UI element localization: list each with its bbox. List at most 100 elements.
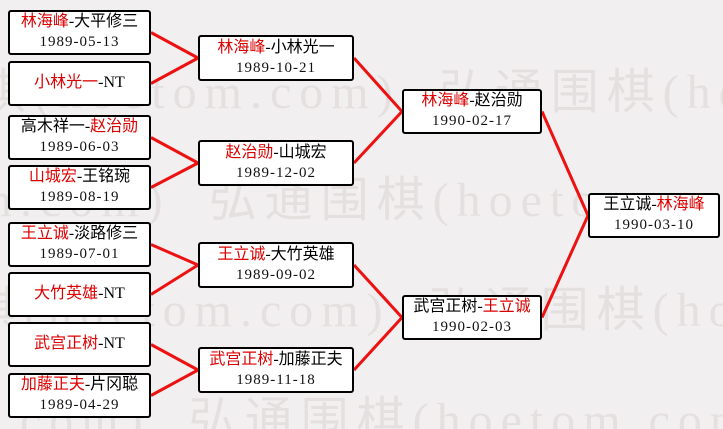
player-left-name: 山城宏	[28, 168, 77, 186]
match-players: 王立诚-大竹英雄	[217, 245, 334, 266]
players-separator: -	[68, 13, 75, 31]
connector-line	[150, 243, 199, 267]
players-separator: -	[477, 298, 483, 316]
player-right-name: 片冈聪	[90, 376, 139, 394]
player-left-name: 王立诚	[217, 245, 266, 263]
players-separator: -	[273, 143, 279, 161]
match-box-round1-3: 高木祥一-赵治勋 1989-06-03	[8, 115, 151, 160]
match-box-round1-4: 山城宏-王铭琬 1989-08-19	[8, 165, 151, 210]
player-left-name: 林海峰	[20, 13, 69, 31]
match-date: 1990-02-03	[432, 319, 512, 336]
player-left-name: 林海峰	[217, 38, 266, 56]
player-left-name: 加藤正夫	[20, 376, 85, 394]
connector-line	[150, 56, 199, 85]
match-date: 1989-08-19	[39, 189, 120, 206]
players-separator: -	[265, 38, 271, 56]
match-date: 1989-05-13	[39, 34, 120, 51]
match-date: 1989-10-21	[236, 59, 316, 76]
connector-line	[150, 161, 199, 189]
player-left-name: 王立诚	[603, 196, 652, 214]
match-players: 武宫正树-NT	[34, 334, 125, 355]
player-right-name: 淡路修三	[74, 225, 139, 243]
match-box-round2-3: 王立诚-大竹英雄 1989-09-02	[198, 242, 354, 288]
match-box-round1-7: 武宫正树-NT	[8, 322, 151, 367]
connector-line	[352, 316, 404, 372]
match-box-round2-1: 林海峰-小林光一 1989-10-21	[198, 35, 354, 81]
match-players: 武宫正树-加藤正夫	[209, 350, 342, 371]
match-players: 高木祥一-赵治勋	[21, 117, 138, 138]
player-left-name: 赵治勋	[225, 143, 274, 161]
player-right-name: 王立诚	[482, 298, 531, 316]
match-players: 大竹英雄-NT	[34, 284, 125, 305]
match-box-round1-5: 王立诚-淡路修三 1989-07-01	[8, 222, 151, 267]
player-right-name: 赵治勋	[474, 92, 523, 110]
player-left-name: 大竹英雄	[34, 285, 99, 303]
match-date: 1989-04-29	[39, 397, 120, 414]
player-right-name: NT	[103, 74, 125, 92]
connector-line	[150, 263, 199, 296]
match-date: 1989-09-02	[236, 266, 316, 283]
player-right-name: NT	[103, 285, 125, 303]
match-date: 1989-07-01	[39, 246, 120, 263]
players-separator: -	[84, 376, 91, 394]
player-left-name: 武宫正树	[413, 298, 478, 316]
match-box-round1-6: 大竹英雄-NT	[8, 272, 151, 317]
match-box-final-1: 王立诚-林海峰 1990-03-10	[588, 193, 720, 238]
connector-line	[540, 110, 590, 217]
player-right-name: 大平修三	[74, 13, 139, 31]
connector-line	[352, 110, 404, 165]
player-left-name: 林海峰	[421, 92, 470, 110]
match-date: 1989-06-03	[39, 139, 120, 156]
match-players: 王立诚-淡路修三	[21, 224, 138, 245]
player-left-name: 王立诚	[20, 225, 69, 243]
match-date: 1990-02-17	[432, 113, 512, 130]
connector-line	[540, 214, 590, 319]
connector-line	[150, 368, 199, 397]
players-separator: -	[469, 92, 475, 110]
connector-line	[352, 56, 404, 113]
match-box-round1-1: 林海峰-大平修三 1989-05-13	[8, 10, 151, 55]
match-players: 王立诚-林海峰	[603, 195, 704, 216]
player-right-name: 山城宏	[278, 143, 327, 161]
match-players: 武宫正树-王立诚	[413, 297, 530, 318]
match-date: 1989-11-18	[236, 371, 316, 388]
players-separator: -	[273, 350, 279, 368]
player-right-name: 大竹英雄	[270, 245, 335, 263]
match-box-round2-4: 武宫正树-加藤正夫 1989-11-18	[198, 347, 354, 393]
player-left-name: 高木祥一	[20, 118, 85, 136]
player-left-name: 武宫正树	[34, 335, 99, 353]
player-right-name: NT	[103, 335, 125, 353]
connector-line	[150, 31, 199, 60]
match-date: 1990-03-10	[614, 217, 694, 234]
match-players: 山城宏-王铭琬	[29, 167, 130, 188]
player-right-name: 王铭琬	[82, 168, 131, 186]
connector-line	[150, 136, 199, 165]
players-separator: -	[84, 118, 91, 136]
players-separator: -	[98, 285, 104, 303]
player-left-name: 武宫正树	[209, 350, 274, 368]
players-separator: -	[76, 168, 83, 186]
player-right-name: 小林光一	[270, 38, 335, 56]
players-separator: -	[98, 335, 104, 353]
match-players: 小林光一-NT	[34, 73, 125, 94]
players-separator: -	[651, 196, 657, 214]
match-box-round1-8: 加藤正夫-片冈聪 1989-04-29	[8, 373, 151, 418]
player-right-name: 林海峰	[656, 196, 705, 214]
connector-line	[352, 263, 404, 319]
match-players: 赵治勋-山城宏	[225, 143, 326, 164]
match-players: 林海峰-小林光一	[217, 38, 334, 59]
players-separator: -	[68, 225, 75, 243]
match-players: 加藤正夫-片冈聪	[21, 375, 138, 396]
match-box-semifinal-2: 武宫正树-王立诚 1990-02-03	[402, 295, 542, 340]
match-players: 林海峰-赵治勋	[421, 91, 522, 112]
players-separator: -	[98, 74, 104, 92]
player-right-name: 赵治勋	[90, 118, 139, 136]
match-box-round2-2: 赵治勋-山城宏 1989-12-02	[198, 140, 354, 186]
player-right-name: 加藤正夫	[278, 350, 343, 368]
connector-line	[150, 343, 199, 372]
player-left-name: 小林光一	[34, 74, 99, 92]
match-players: 林海峰-大平修三	[21, 12, 138, 33]
match-box-semifinal-1: 林海峰-赵治勋 1990-02-17	[402, 89, 542, 134]
